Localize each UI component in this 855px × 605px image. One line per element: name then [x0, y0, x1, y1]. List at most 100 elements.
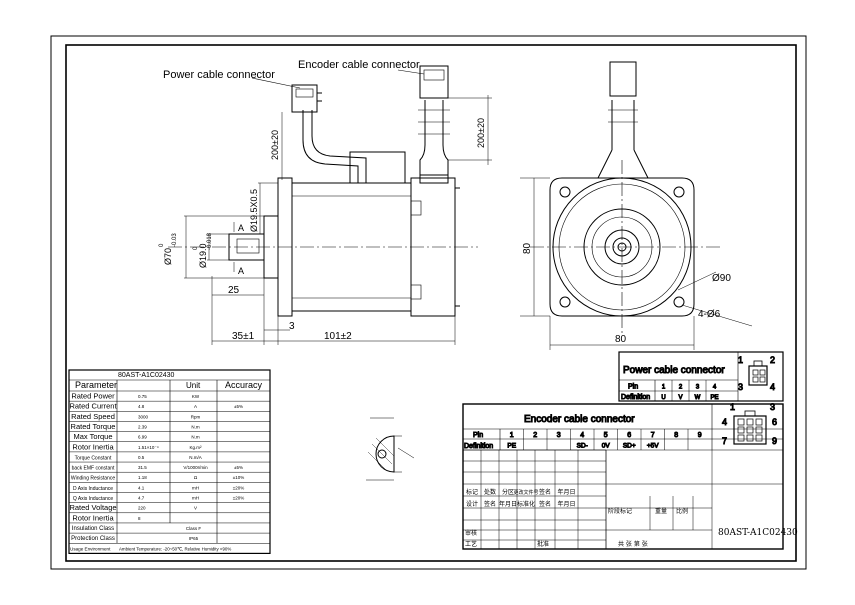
- dim-d19-5: Ø19.5X0.5: [249, 189, 259, 232]
- power-connector-number: 3: [738, 382, 743, 392]
- encoder-connector-pin: [746, 434, 754, 442]
- spec-value: 220: [138, 506, 146, 511]
- power-connector-number: 1: [738, 355, 743, 365]
- spec-value: 2.39: [138, 424, 147, 429]
- spec-accuracy: ±5%: [234, 465, 243, 470]
- spec-param: Max Torque: [73, 432, 112, 441]
- spec-unit: mH: [192, 485, 199, 490]
- power-def: U: [661, 395, 665, 401]
- insulation-label: Insulation Class: [72, 526, 114, 532]
- spec-unit: V: [194, 506, 197, 511]
- spec-param: Rated Torque: [71, 422, 116, 431]
- spec-param: D Axis Inductance: [73, 486, 113, 492]
- encoder-pin: 1: [510, 432, 514, 439]
- dim-200-power: 200±20: [270, 130, 280, 160]
- encoder-pin: 8: [674, 432, 678, 439]
- spec-unit: Kg.m²: [189, 445, 202, 450]
- dim-80-vertical: 80: [522, 242, 533, 254]
- spec-accuracy: ±10%: [233, 475, 244, 480]
- drawing-texts: Power cable connector Encoder cable conn…: [159, 59, 731, 345]
- dim-3: 3: [289, 321, 295, 332]
- check-label: 审核: [465, 529, 477, 537]
- encoder-connector-pin: [746, 426, 754, 434]
- spec-value: 1.18: [138, 475, 147, 480]
- spec-unit: mH: [192, 496, 199, 501]
- encoder-connector-pin: [746, 418, 754, 426]
- encoder-connector-number: 7: [722, 436, 727, 446]
- title-block-cell: 签名: [484, 500, 496, 508]
- protection-value: IP65: [189, 536, 199, 541]
- encoder-pin: 5: [604, 432, 608, 439]
- spec-header-parameter: Parameter: [75, 380, 117, 390]
- spec-param: Torque Constant: [75, 455, 112, 461]
- power-connector-table: Power cable connectorPinDefinition1U2V3W…: [618, 351, 784, 402]
- encoder-connector-pin: [737, 418, 745, 426]
- spec-unit: N.m/A: [189, 455, 202, 460]
- power-def: PE: [710, 395, 718, 401]
- encoder-connector-number: 9: [772, 436, 777, 446]
- spec-value: 3000: [138, 414, 149, 419]
- dim-d19-tol: -0.018: [207, 232, 213, 250]
- spec-unit: V/1000r/min: [183, 465, 208, 470]
- spec-param: Rated Speed: [71, 412, 115, 421]
- spec-param: Rated Voltage: [69, 503, 116, 512]
- inner-frame: [65, 44, 797, 562]
- section-aa: [366, 417, 415, 481]
- insulation-value: Class F: [186, 526, 202, 531]
- encoder-def: PE: [507, 443, 516, 450]
- encoder-pin: 6: [627, 432, 631, 439]
- encoder-connector-pin: [755, 418, 763, 426]
- spec-param: Rotor Inertia: [72, 513, 114, 522]
- spec-value: 4.8: [138, 404, 145, 409]
- title-block-cell: 标准化: [517, 500, 535, 508]
- spec-value: 4.1: [138, 485, 145, 490]
- power-pin: 2: [679, 385, 683, 391]
- power-pin: 3: [696, 385, 700, 391]
- dim-d70-tol: -0.03: [172, 233, 178, 247]
- power-connector-label: Power cable connector: [163, 69, 275, 81]
- dim-35: 35±1: [232, 331, 255, 342]
- protection-label: Protection Class: [71, 536, 115, 542]
- encoder-pin: 3: [557, 432, 561, 439]
- spec-unit: KW: [192, 394, 200, 399]
- section-mark-a-top: A: [238, 223, 244, 233]
- ratio-label: 比例: [676, 507, 688, 515]
- encoder-def: +5V: [647, 443, 659, 450]
- encoder-connector-pin: [737, 426, 745, 434]
- encoder-pin-label: Pin: [473, 432, 483, 439]
- encoder-pin: 4: [580, 432, 584, 439]
- sheet-count: 共 张 第 张: [618, 540, 648, 548]
- spec-value: 31.5: [138, 465, 147, 470]
- spec-table: 80AST-A1C02430 Parameter Unit Accuracy R…: [68, 369, 271, 554]
- dim-d19: Ø19.0: [198, 243, 208, 268]
- spec-header-accuracy: Accuracy: [225, 380, 263, 390]
- spec-value: 1.51×10⁻⁴: [138, 445, 159, 450]
- encoder-def: SD-: [577, 443, 588, 450]
- power-def: W: [695, 395, 701, 401]
- dim-4-d6: 4-Ø6: [698, 309, 721, 320]
- encoder-pin: 2: [533, 432, 537, 439]
- spec-accuracy: ±20%: [233, 496, 244, 501]
- dim-d90: Ø90: [712, 273, 731, 284]
- spec-accuracy: ±5%: [234, 404, 243, 409]
- encoder-definition-label: Definition: [464, 443, 493, 450]
- power-pin: 1: [662, 385, 666, 391]
- power-connector-pin: [752, 369, 759, 376]
- spec-value: 8: [138, 516, 141, 521]
- encoder-connector-icon: [733, 415, 767, 445]
- spec-value: 0.5: [138, 455, 145, 460]
- title-block-cell: 年月日: [499, 500, 517, 508]
- environment-value: Ambient Temperature: -20~50℃, Relative H…: [119, 546, 231, 551]
- title-block-cell: 年月日: [557, 500, 575, 508]
- power-connector-pin: [759, 369, 766, 376]
- dim-d70: Ø70: [163, 248, 173, 265]
- power-connector-pin: [752, 376, 759, 383]
- title-block: 标记处数分区更改文件号签名年月日设计签名年月日标准化签名年月日阶段标记重量比例审…: [462, 449, 798, 550]
- title-block-cell: 分区: [502, 488, 514, 496]
- title-block-cell: 处数: [484, 488, 496, 496]
- title-block-cell: 更改文件号: [513, 489, 538, 496]
- encoder-pin: 9: [698, 432, 702, 439]
- encoder-connector-table: Encoder cable connectorPinDefinition1PE2…: [462, 402, 784, 550]
- spec-param: Q Axis Inductance: [73, 496, 114, 502]
- spec-param: Rotor Inertia: [72, 442, 114, 451]
